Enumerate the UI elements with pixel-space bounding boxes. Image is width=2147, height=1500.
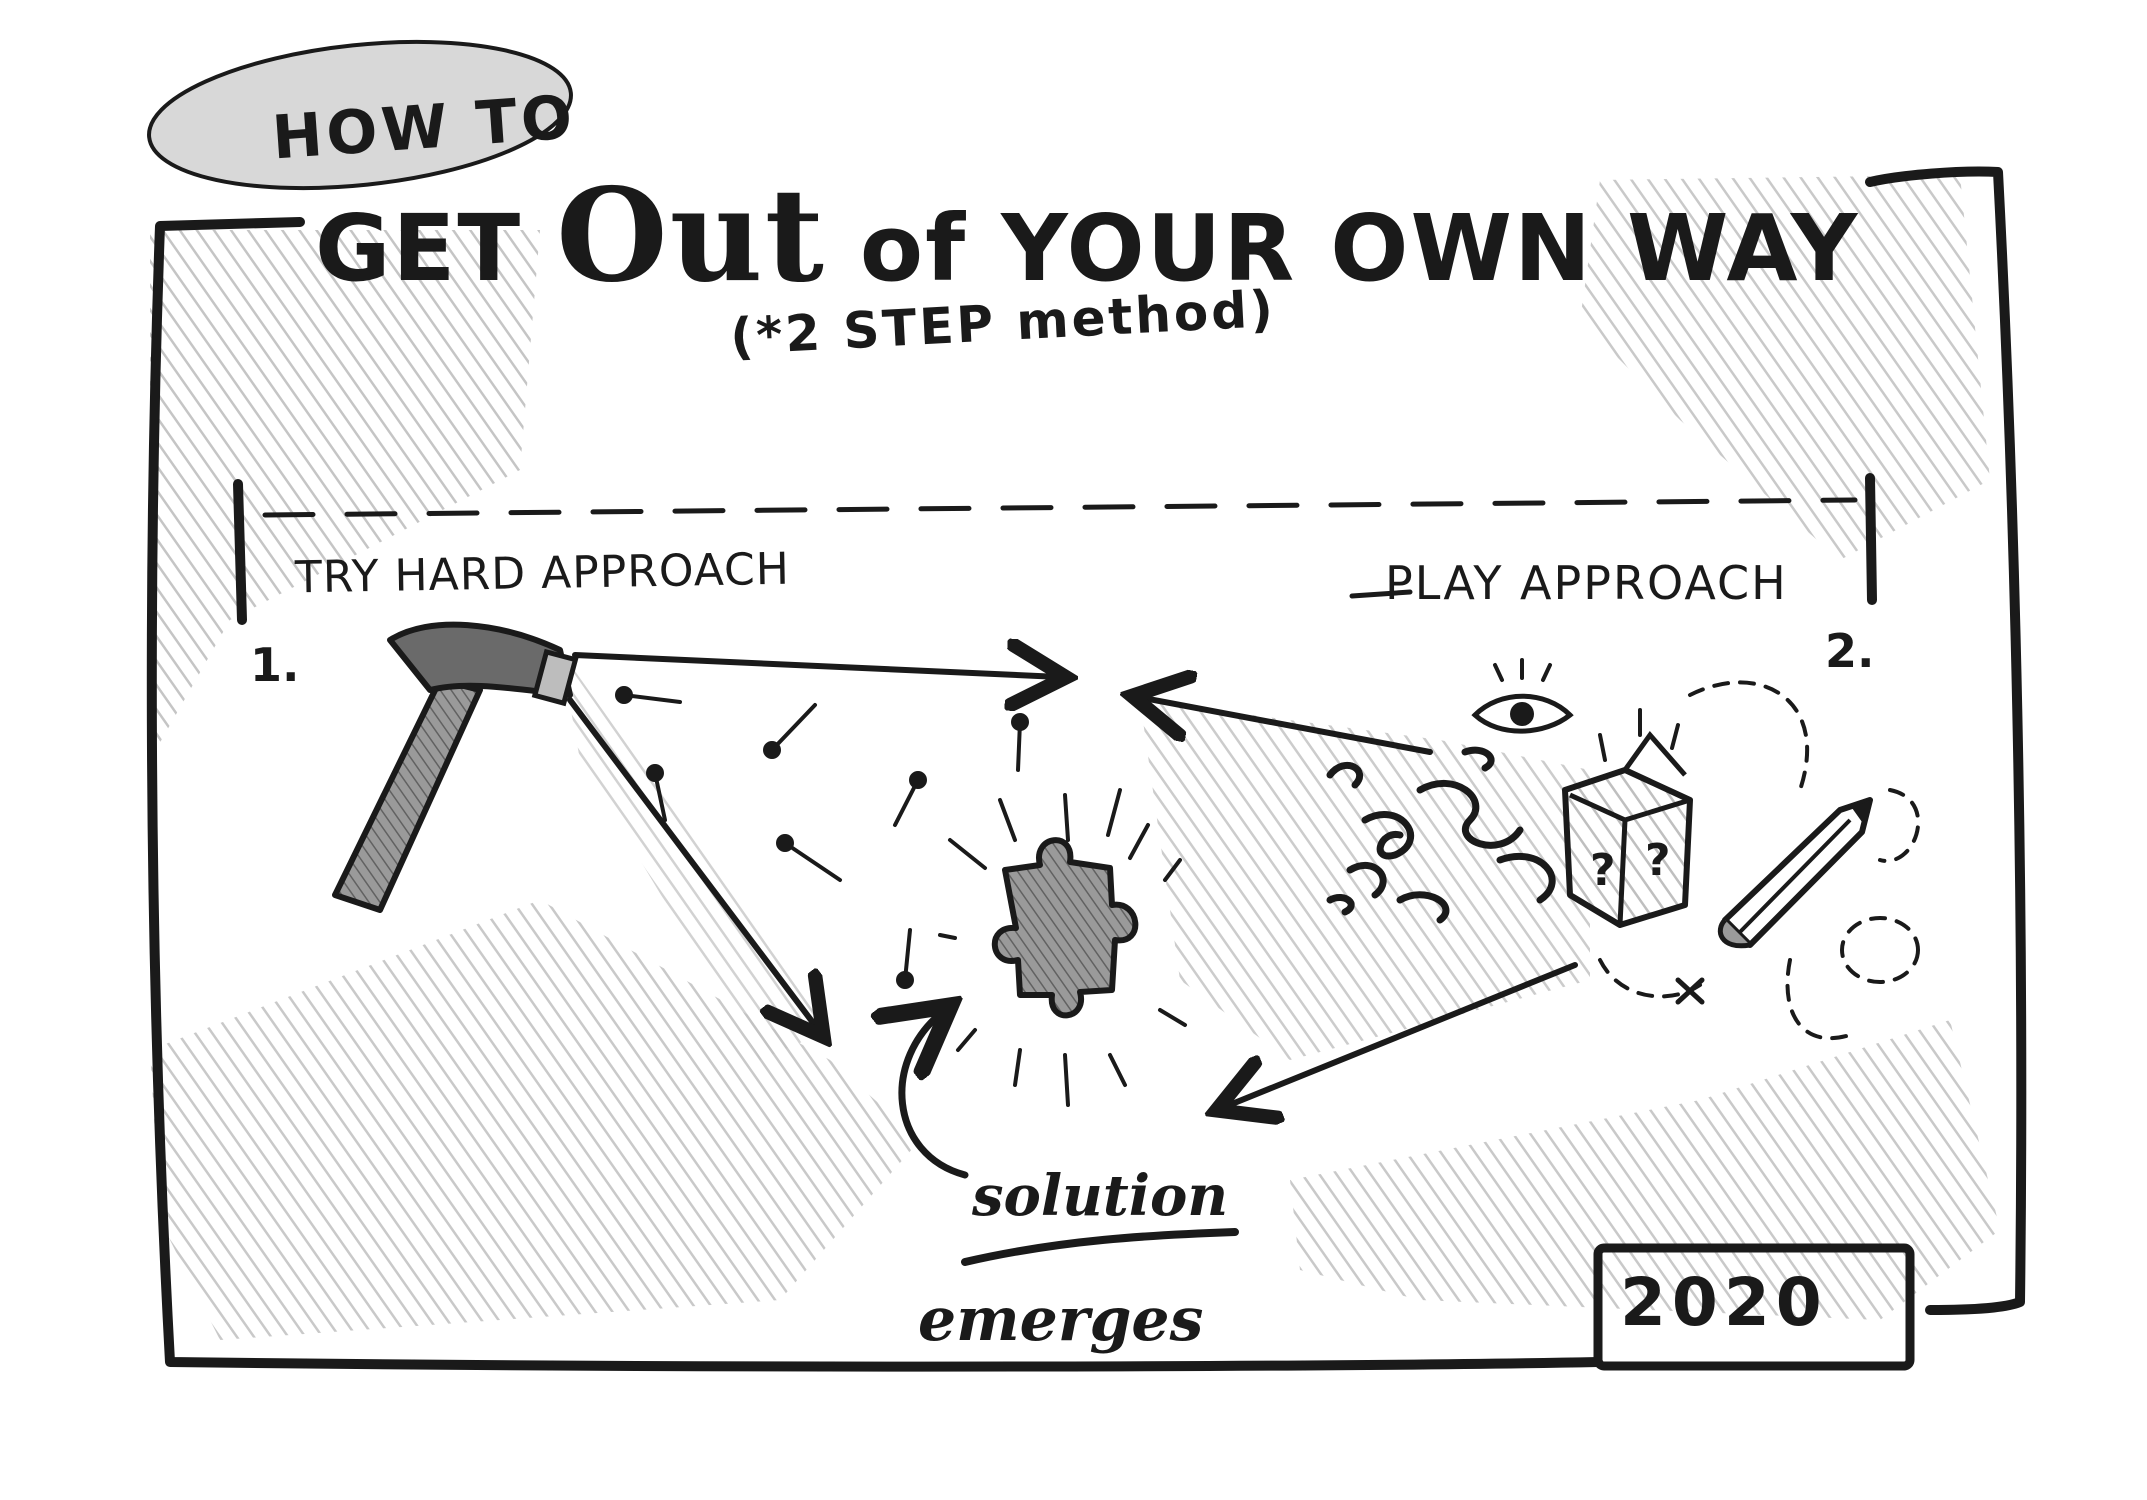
outer-frame — [146, 166, 2027, 1372]
nails — [615, 686, 1029, 989]
x-mark — [1675, 977, 1705, 1005]
play-label: PLAY APPROACH — [1385, 556, 1788, 610]
year-box — [1593, 1243, 1915, 1371]
divider-tick-right — [1865, 473, 1877, 605]
mystery-box-icon: ? ? — [1562, 708, 1693, 928]
step-number-2: 2. — [1825, 624, 1875, 678]
dashed-divider — [262, 497, 1858, 518]
arrow-play-to-center — [1138, 697, 1433, 755]
play-dash — [1349, 589, 1413, 599]
page-title: GET Out of YOUR OWN WAY — [315, 172, 1859, 300]
arrow-hammer-to-center — [572, 655, 1060, 677]
emerges-label: emerges — [918, 1285, 1204, 1355]
dashed-doodles — [1598, 680, 1921, 1041]
puzzle-piece-icon — [938, 788, 1187, 1107]
hammer-icon — [332, 621, 579, 913]
svg-text:?: ? — [1645, 835, 1671, 886]
title-part-2: of YOUR OWN WAY — [859, 195, 1860, 302]
solution-curve-arrow — [902, 1010, 969, 1179]
solution-underline — [961, 1228, 1239, 1266]
solution-label: solution — [972, 1163, 1229, 1229]
arrow-play-to-bottom — [1222, 962, 1578, 1108]
arrow-hammer-to-bottom — [567, 697, 820, 1032]
try-hard-label: TRY HARD APPROACH — [294, 543, 791, 604]
squiggle-marks — [1326, 746, 1556, 924]
divider-tick-left — [233, 479, 247, 625]
step-number-1: 1. — [250, 638, 300, 692]
title-emphasis: Out — [556, 161, 826, 311]
pencil-icon — [1717, 797, 1873, 949]
svg-text:?: ? — [1590, 845, 1616, 896]
title-part-1: GET — [315, 195, 523, 302]
year-label: 2020 — [1620, 1264, 1828, 1341]
how-to-bubble — [147, 39, 573, 191]
eye-icon — [1471, 658, 1574, 734]
